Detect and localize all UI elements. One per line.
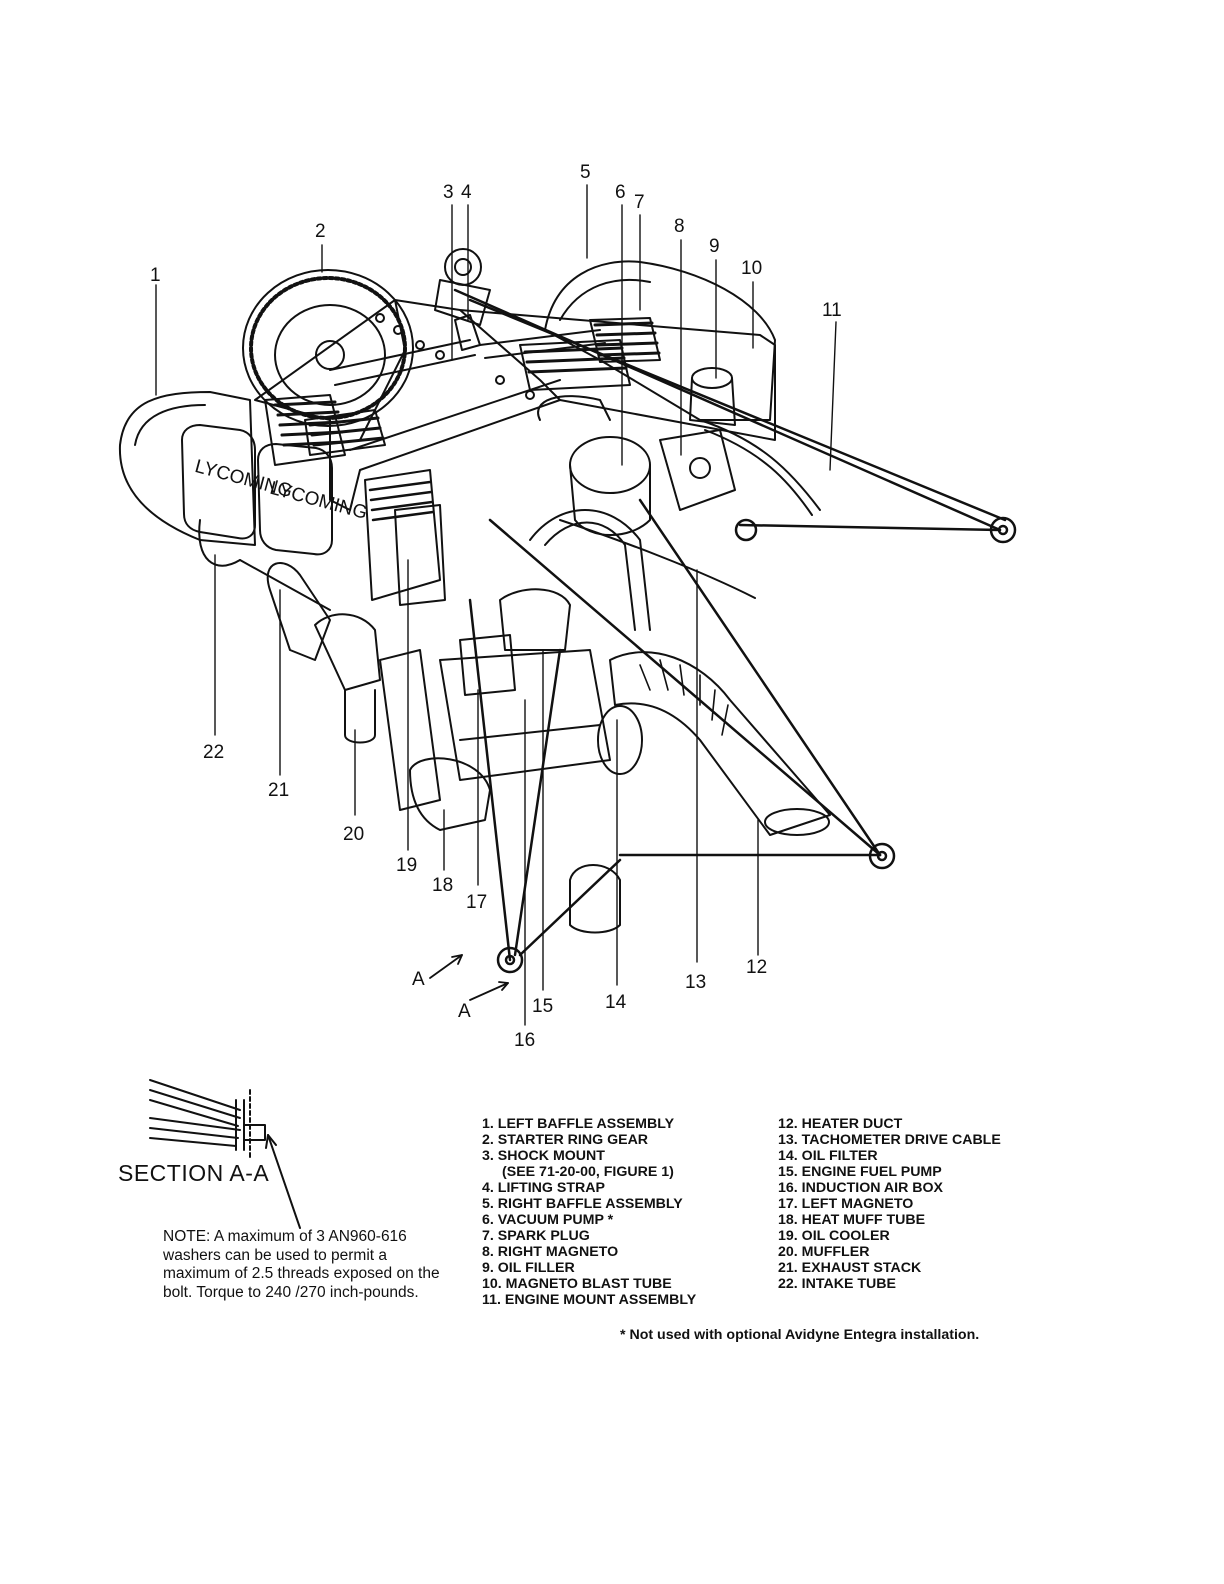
footnote: * Not used with optional Avidyne Entegra… <box>620 1327 980 1343</box>
callout-2: 2 <box>315 221 326 242</box>
section-marker-a-1: A <box>412 969 425 990</box>
lifting-strap <box>454 314 481 351</box>
right-magneto <box>659 429 736 511</box>
callout-18: 18 <box>432 875 453 896</box>
callout-6: 6 <box>615 182 626 203</box>
cylinders <box>264 317 661 466</box>
section-a-a-title: SECTION A-A <box>118 1160 270 1186</box>
oil-filler <box>689 367 736 426</box>
legend-item: 16. INDUCTION AIR BOX <box>778 1180 944 1196</box>
sump <box>569 864 621 934</box>
legend-item: 18. HEAT MUFF TUBE <box>778 1212 926 1228</box>
installation-note: NOTE: A maximum of 3 AN960-616 washers c… <box>163 1228 440 1301</box>
legend-item: 21. EXHAUST STACK <box>778 1260 922 1276</box>
callout-12: 12 <box>746 957 767 978</box>
parts-legend-right: 12. HEATER DUCT 13. TACHOMETER DRIVE CAB… <box>778 1116 1001 1292</box>
callout-21: 21 <box>268 780 289 801</box>
callout-15: 15 <box>532 996 553 1017</box>
callout-17: 17 <box>466 892 487 913</box>
legend-item: 8. RIGHT MAGNETO <box>482 1244 619 1260</box>
valve-cover-text-right: LYCOMING <box>268 478 370 524</box>
legend-item: 20. MUFFLER <box>778 1244 870 1260</box>
legend-item: 6. VACUUM PUMP * <box>482 1212 614 1228</box>
callout-5: 5 <box>580 162 591 183</box>
leader-lines <box>155 184 837 1026</box>
legend-item: 14. OIL FILTER <box>778 1148 878 1164</box>
induction-air-box <box>439 649 611 781</box>
callout-10: 10 <box>741 258 762 279</box>
engine-crankcase <box>254 299 776 511</box>
valve-cover-right <box>257 443 333 556</box>
legend-item: 12. HEATER DUCT <box>778 1116 903 1132</box>
callout-3: 3 <box>443 182 454 203</box>
heat-muff-tube <box>409 757 491 831</box>
legend-item: 10. MAGNETO BLAST TUBE <box>482 1276 672 1292</box>
callout-19: 19 <box>396 855 417 876</box>
callout-20: 20 <box>343 824 364 845</box>
callout-16: 16 <box>514 1030 535 1051</box>
left-baffle-assembly <box>118 391 256 546</box>
callout-4: 4 <box>461 182 472 203</box>
engine-fuel-pump <box>499 588 571 651</box>
section-marker-a-2: A <box>458 1001 471 1022</box>
legend-item: 5. RIGHT BAFFLE ASSEMBLY <box>482 1196 683 1212</box>
left-magneto <box>459 634 516 696</box>
vacuum-pump <box>569 436 651 536</box>
legend-item: 11. ENGINE MOUNT ASSEMBLY <box>482 1292 697 1308</box>
callout-numbers: 1 2 3 4 5 6 7 8 9 10 11 12 13 14 15 16 1… <box>150 162 842 1051</box>
muffler <box>344 649 441 811</box>
callout-9: 9 <box>709 236 720 257</box>
callout-7: 7 <box>634 192 645 213</box>
valve-cover-left <box>181 424 256 540</box>
heater-duct <box>609 651 831 836</box>
legend-item: 15. ENGINE FUEL PUMP <box>778 1164 942 1180</box>
right-baffle-assembly <box>544 260 776 421</box>
legend-item: 7. SPARK PLUG <box>482 1228 590 1244</box>
legend-item: 3. SHOCK MOUNT <box>482 1148 605 1164</box>
callout-22: 22 <box>203 742 224 763</box>
callout-13: 13 <box>685 972 706 993</box>
callout-1: 1 <box>150 265 161 286</box>
oil-filter <box>597 705 643 775</box>
intake-tube <box>198 519 331 611</box>
section-a-a-detail <box>149 1079 301 1229</box>
magneto-blast-tube <box>699 419 821 516</box>
engine-mount-assembly <box>453 288 1017 974</box>
legend-item: 17. LEFT MAGNETO <box>778 1196 914 1212</box>
shock-mount <box>434 248 491 326</box>
legend-item: 13. TACHOMETER DRIVE CABLE <box>778 1132 1001 1148</box>
section-a-arrows <box>429 954 509 1001</box>
parts-legend-left: 1. LEFT BAFFLE ASSEMBLY 2. STARTER RING … <box>482 1116 696 1308</box>
oil-cooler <box>364 469 446 606</box>
legend-item: 2. STARTER RING GEAR <box>482 1132 649 1148</box>
legend-item: 22. INTAKE TUBE <box>778 1276 896 1292</box>
callout-11: 11 <box>822 300 842 321</box>
legend-item: 9. OIL FILLER <box>482 1260 575 1276</box>
callout-8: 8 <box>674 216 685 237</box>
legend-item: (SEE 71-20-00, FIGURE 1) <box>502 1164 674 1180</box>
legend-item: 19. OIL COOLER <box>778 1228 890 1244</box>
callout-14: 14 <box>605 992 627 1013</box>
hoses <box>529 395 651 631</box>
exhaust-stack <box>266 562 381 691</box>
legend-item: 4. LIFTING STRAP <box>482 1180 605 1196</box>
legend-item: 1. LEFT BAFFLE ASSEMBLY <box>482 1116 675 1132</box>
tachometer-drive-cable <box>559 519 756 599</box>
